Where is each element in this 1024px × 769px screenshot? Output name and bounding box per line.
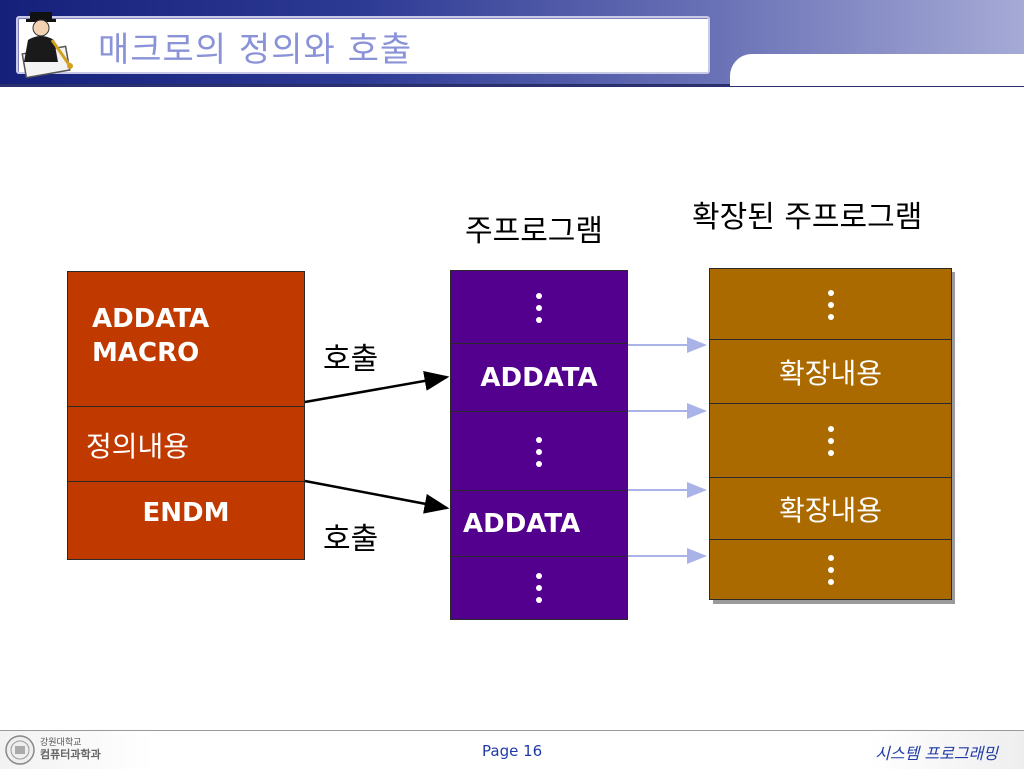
ellipsis-icon [827, 426, 834, 456]
expanded-content-text-1: 확장내용 [778, 357, 883, 390]
macro-keyword-text: MACRO [92, 338, 200, 368]
macro-name-text: ADDATA [92, 304, 210, 334]
ellipsis-icon [827, 289, 834, 320]
main-call-text-2: ADDATA [463, 509, 581, 539]
main-row-ellipsis-1 [450, 270, 628, 345]
call-arrow-1 [304, 371, 450, 404]
main-row-call-1: ADDATA [450, 343, 628, 413]
header-tab-shape [730, 54, 1024, 86]
expanded-row-ellipsis-1 [709, 268, 952, 341]
expanded-row-content-1: 확장내용 [709, 339, 952, 405]
slide-footer [0, 730, 1024, 769]
slide-title: 매크로의 정의와 호출 [98, 30, 413, 70]
dept-line-1: 강원대학교 [40, 738, 82, 748]
ellipsis-icon [536, 573, 542, 603]
header-divider [0, 84, 1024, 87]
ellipsis-icon [536, 292, 542, 323]
call-label-2: 호출 [323, 522, 379, 557]
macro-end-text: ENDM [142, 498, 230, 528]
expanded-content-text-2: 확장내용 [778, 494, 883, 527]
macro-body-text: 정의내용 [86, 429, 190, 463]
ellipsis-icon [827, 554, 834, 585]
macro-body-cell: 정의내용 [67, 406, 305, 483]
call-label-1: 호출 [323, 342, 379, 377]
main-call-text-1: ADDATA [480, 363, 598, 393]
macro-header-cell: ADDATA MACRO [67, 271, 305, 408]
department-name: 강원대학교 컴퓨터과학과 [40, 738, 101, 760]
ellipsis-icon [536, 436, 542, 467]
expanded-row-content-2: 확장내용 [709, 477, 952, 541]
course-name: 시스템 프로그래밍 [875, 744, 998, 763]
call-arrow-2 [304, 479, 450, 514]
main-program-title: 주프로그램 [465, 214, 603, 249]
scholar-writing-icon [21, 12, 73, 78]
title-box [16, 16, 710, 74]
expanded-row-ellipsis-3 [709, 539, 952, 600]
page-number: Page 16 [482, 742, 543, 760]
expanded-row-ellipsis-2 [709, 403, 952, 479]
main-row-call-2: ADDATA [450, 490, 628, 558]
macro-end-cell: ENDM [67, 481, 305, 560]
expanded-program-title: 확장된 주프로그램 [692, 200, 923, 235]
university-seal-icon [5, 735, 35, 765]
main-row-ellipsis-3 [450, 556, 628, 620]
dept-line-2: 컴퓨터과학과 [40, 748, 101, 761]
main-row-ellipsis-2 [450, 411, 628, 492]
